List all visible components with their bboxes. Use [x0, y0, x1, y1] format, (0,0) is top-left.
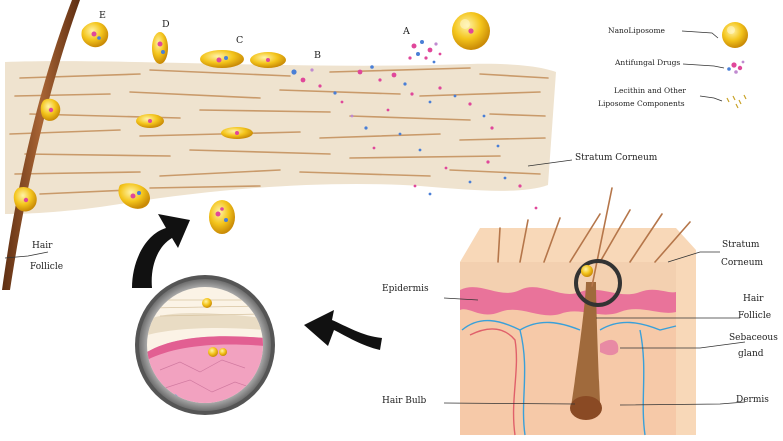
- drug-particles: [23, 28, 538, 222]
- magnifier-lens: [135, 275, 275, 415]
- skin-cross-section: [460, 187, 696, 436]
- hair-strand: [2, 0, 80, 290]
- arrow-up-icon: [132, 214, 190, 288]
- label-b: B: [314, 50, 321, 61]
- label-stratum-corneum: Stratum Corneum: [575, 153, 658, 163]
- leader-lines: [4, 159, 573, 259]
- label-hair-follicle-right-2: Follicle: [738, 311, 772, 321]
- legend-lecithin-2: Liposome Components: [598, 99, 685, 108]
- label-hair-follicle-left-1: Hair: [32, 241, 53, 251]
- legend-nanoliposome: NanoLiposome: [608, 26, 665, 35]
- legend-lecithin-1: Lecithin and Other: [614, 86, 686, 95]
- label-sebaceous-2: gland: [738, 349, 764, 359]
- label-e: E: [99, 10, 106, 21]
- label-hair-bulb: Hair Bulb: [382, 396, 427, 406]
- label-hair-follicle-left-2: Follicle: [30, 262, 64, 272]
- stratum-corneum-band: [5, 61, 556, 215]
- legend-antifungal: Antifungal Drugs: [615, 58, 681, 67]
- right-leader-lines: [443, 251, 746, 406]
- label-dermis: Dermis: [736, 395, 769, 405]
- label-stratum-right-2: Corneum: [721, 258, 764, 268]
- label-sebaceous-1: Sebaceous: [729, 333, 778, 343]
- label-hair-follicle-right-1: Hair: [743, 294, 764, 304]
- label-stratum-right-1: Stratum: [722, 240, 760, 250]
- label-epidermis: Epidermis: [382, 284, 429, 294]
- legend-icons: [681, 22, 748, 109]
- label-c: C: [236, 35, 244, 46]
- arrow-left-icon: [304, 310, 382, 350]
- label-a: A: [403, 26, 410, 37]
- label-d: D: [162, 19, 170, 30]
